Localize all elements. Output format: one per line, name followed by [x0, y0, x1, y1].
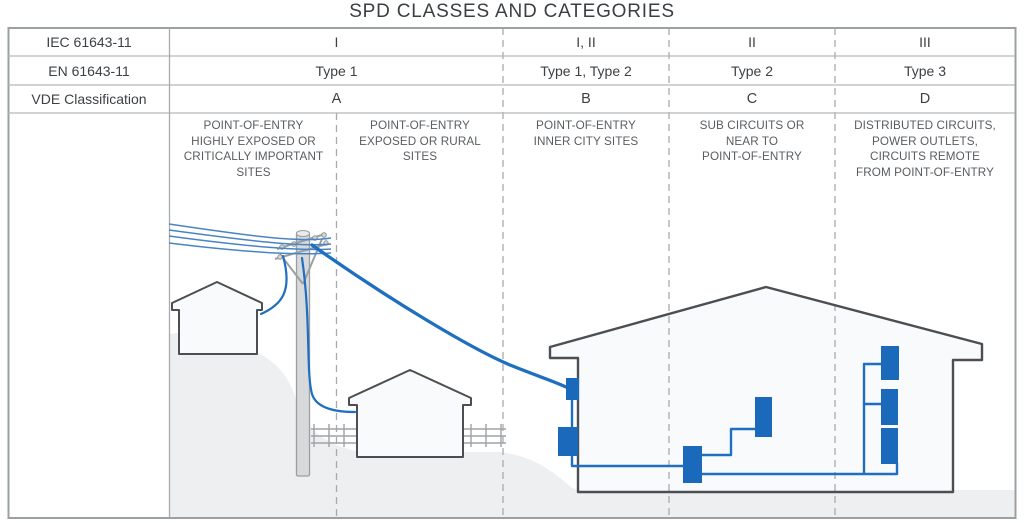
row-label-en: EN 61643-11 [48, 62, 130, 79]
cell-vde-class-c: C [746, 91, 758, 107]
description-highly-exposed-sites: POINT-OF-ENTRY HIGHLY EXPOSED OR CRITICA… [183, 119, 324, 179]
spd-class-c-box-1 [683, 446, 702, 483]
spd-class-c-box-2 [755, 397, 772, 437]
cell-iec-class-d: III [919, 34, 931, 50]
service-drop-wire [310, 243, 568, 389]
building-cross-section-fill [550, 287, 982, 492]
spd-class-d-box-2 [881, 389, 898, 425]
exposed-site-house [171, 281, 263, 355]
drop-wire-rural-house [300, 256, 357, 414]
exposed-site-house-fill [172, 282, 262, 354]
cell-en-class-b: Type 1, Type 2 [540, 62, 632, 79]
house-outlines [171, 281, 984, 494]
table-grid [7, 27, 1017, 519]
distribution-bus [862, 362, 883, 475]
spd-class-d-box-1 [881, 346, 899, 380]
table-outer-border [7, 27, 1017, 519]
service-wires [259, 243, 899, 476]
cell-vde-class-b: B [581, 91, 591, 107]
spd-devices [558, 346, 899, 483]
cell-en-class-a: Type 1 [315, 62, 358, 79]
spd-class-b-box [558, 427, 578, 456]
fences [311, 424, 506, 447]
building-cross-section [548, 285, 984, 494]
cell-iec-class-a: I [334, 34, 339, 50]
description-distributed-circuits: DISTRIBUTED CIRCUITS, POWER OUTLETS, CIR… [854, 119, 996, 179]
house-fills [172, 282, 982, 492]
spd-class-d-box-3 [881, 428, 898, 464]
floor-run-to-right [700, 461, 899, 476]
overhead-power-lines [168, 223, 332, 255]
page-title: SPD CLASSES AND CATEGORIES [349, 1, 675, 22]
description-rural-sites: POINT-OF-ENTRY EXPOSED OR RURAL SITES [359, 119, 481, 163]
zone-divider-dashed-lines [335, 28, 836, 517]
entry-riser-and-floor-run [570, 397, 685, 468]
fence-left [311, 424, 357, 447]
ground [170, 332, 1015, 517]
fence-right [463, 424, 506, 447]
branch-run-step-up [700, 427, 758, 457]
rural-site-house [348, 369, 472, 458]
cell-iec-class-c: II [748, 34, 756, 50]
spd-entry-box [566, 378, 579, 400]
cell-en-class-c: Type 2 [730, 62, 774, 79]
description-sub-circuits: SUB CIRCUITS OR NEAR TO POINT-OF-ENTRY [699, 119, 805, 163]
cell-vde-class-a: A [331, 91, 342, 107]
cell-iec-class-b: I, II [576, 34, 596, 50]
row-label-iec: IEC 61643-11 [46, 34, 132, 50]
cell-vde-class-d: D [919, 91, 931, 107]
cell-en-class-d: Type 3 [903, 62, 947, 79]
row-label-vde: VDE Classification [31, 91, 147, 107]
drop-wire-exposed-house [259, 254, 288, 316]
rural-site-house-fill [349, 370, 471, 457]
description-inner-city-sites: POINT-OF-ENTRY INNER CITY SITES [533, 119, 639, 148]
